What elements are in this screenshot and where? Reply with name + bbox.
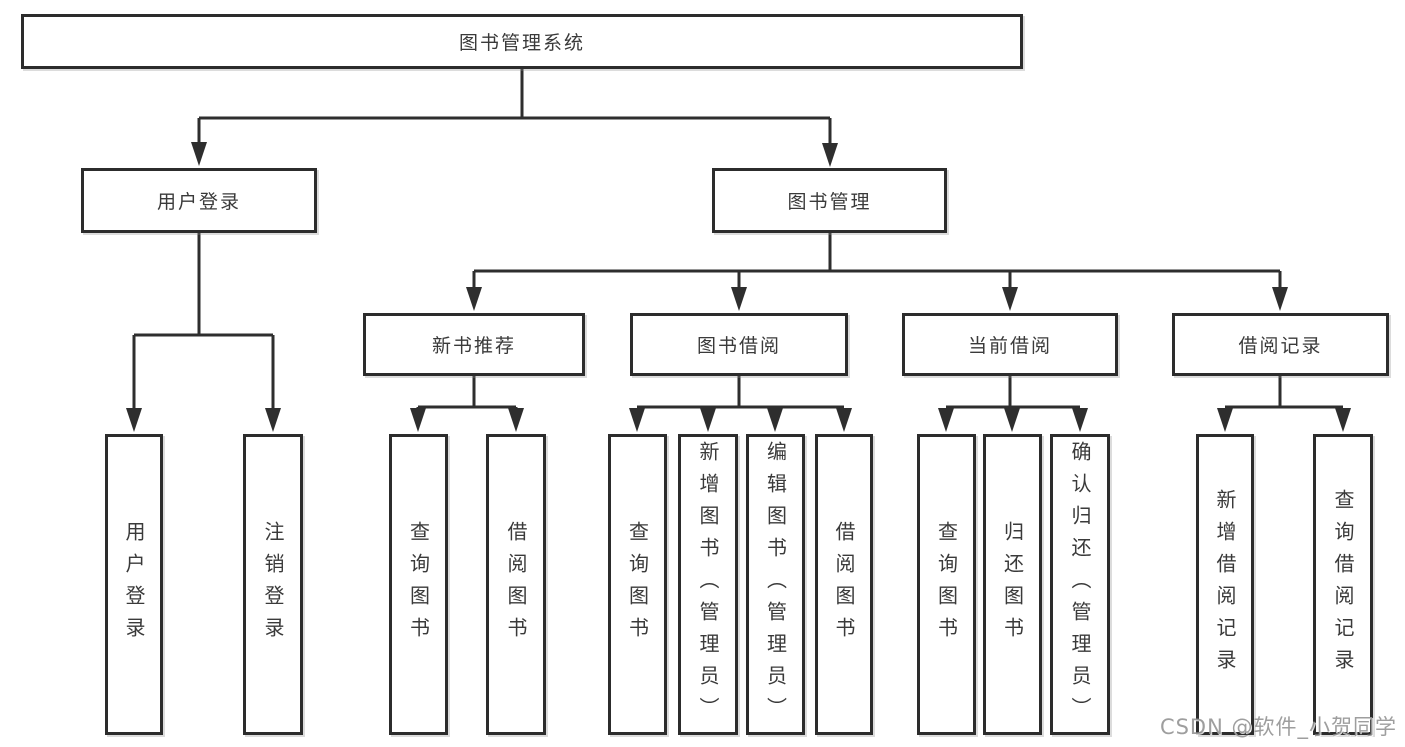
connector-new-book-to-leaves <box>410 376 524 432</box>
csdn-watermark: CSDN @软件_小贺同学 <box>1159 715 1397 739</box>
arrowhead-icon <box>1335 408 1351 432</box>
connector-borrow-record-to-leaves <box>1217 376 1351 432</box>
arrowhead-icon <box>731 287 747 311</box>
leaf-return-books: 归还图书 <box>983 434 1042 735</box>
arrowhead-icon <box>508 408 524 432</box>
node-book-management: 图书管理 <box>712 168 947 233</box>
node-borrow-records: 借阅记录 <box>1172 313 1389 376</box>
arrowhead-icon <box>466 287 482 311</box>
leaf-borrow-books: 借阅图书 <box>815 434 873 735</box>
leaf-borrow-books-recommend: 借阅图书 <box>486 434 546 735</box>
arrowhead-icon <box>1217 408 1233 432</box>
leaf-query-borrow-record: 查询借阅记录 <box>1313 434 1373 735</box>
arrowhead-icon <box>1272 287 1288 311</box>
arrowhead-icon <box>410 408 426 432</box>
node-new-book-recommend: 新书推荐 <box>363 313 585 376</box>
arrowhead-icon <box>629 408 645 432</box>
arrowhead-icon <box>822 143 838 167</box>
arrowhead-icon <box>1072 408 1088 432</box>
leaf-edit-books-admin: 编辑图书（管理员） <box>746 434 805 735</box>
leaf-query-books-current: 查询图书 <box>917 434 976 735</box>
arrowhead-icon <box>938 408 954 432</box>
node-current-borrow: 当前借阅 <box>902 313 1118 376</box>
connector-root-to-level2 <box>191 69 838 167</box>
leaf-user-login: 用户登录 <box>105 434 163 735</box>
arrowhead-icon <box>126 408 142 432</box>
leaf-query-books-borrow: 查询图书 <box>608 434 667 735</box>
leaf-logout: 注销登录 <box>243 434 303 735</box>
node-root-library-system: 图书管理系统 <box>21 14 1023 69</box>
arrowhead-icon <box>1002 287 1018 311</box>
connector-current-borrow-to-leaves <box>938 376 1088 432</box>
connector-user-login-to-leaves <box>126 233 281 432</box>
arrowhead-icon <box>700 408 716 432</box>
arrowhead-icon <box>1004 408 1020 432</box>
leaf-confirm-return-admin: 确认归还（管理员） <box>1050 434 1110 735</box>
leaf-add-borrow-record: 新增借阅记录 <box>1196 434 1254 735</box>
node-user-login: 用户登录 <box>81 168 317 233</box>
arrowhead-icon <box>265 408 281 432</box>
leaf-query-books-recommend: 查询图书 <box>389 434 448 735</box>
connector-book-management-to-level3 <box>466 233 1288 311</box>
arrowhead-icon <box>767 408 783 432</box>
leaf-add-books-admin: 新增图书（管理员） <box>678 434 738 735</box>
node-book-borrow: 图书借阅 <box>630 313 848 376</box>
arrowhead-icon <box>191 142 207 166</box>
arrowhead-icon <box>836 408 852 432</box>
connector-book-borrow-to-leaves <box>629 376 852 432</box>
